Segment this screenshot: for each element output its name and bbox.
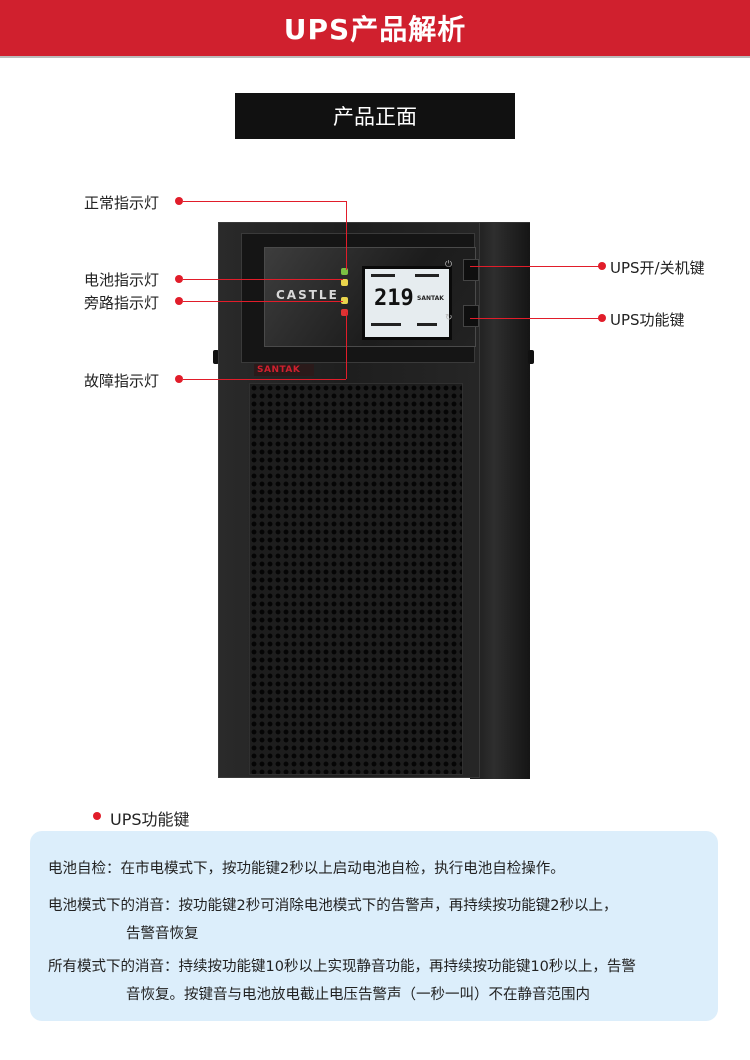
callout-line [346, 312, 347, 379]
info-line: 电池自检：在市电模式下，按功能键2秒以上启动电池自检，执行电池自检操作。 [48, 861, 565, 877]
bypass-led-icon [341, 297, 348, 304]
lcd-segment [371, 323, 401, 326]
lcd-reading: 219 [374, 286, 414, 311]
callout-fault-led: 故障指示灯 [84, 372, 160, 390]
info-box: 电池自检：在市电模式下，按功能键2秒以上启动电池自检，执行电池自检操作。 电池模… [30, 831, 718, 1021]
page-banner: UPS产品解析 [0, 0, 750, 56]
section-title: 产品正面 [333, 105, 417, 129]
callout-dot [175, 297, 183, 305]
info-title: UPS功能键 [110, 810, 190, 829]
callout-line [183, 279, 343, 280]
info-line: 告警音恢复 [126, 926, 199, 942]
callout-power-key: UPS开/关机键 [610, 259, 705, 277]
ups-front-image: CASTLE 219 SANTAK ⏻ ↻ SANTAK [218, 222, 480, 778]
callout-line [346, 201, 347, 270]
fault-led-icon [341, 309, 348, 316]
callout-dot [175, 197, 183, 205]
callout-dot [175, 375, 183, 383]
lcd-segment [415, 274, 439, 277]
ups-power-button[interactable] [463, 259, 479, 281]
info-line: 所有模式下的消音：持续按功能键10秒以上实现静音功能，再持续按功能键10秒以上，… [48, 959, 636, 975]
ups-function-button[interactable] [463, 305, 479, 327]
callout-dot [175, 275, 183, 283]
lcd-segment [371, 274, 395, 277]
callout-line [183, 301, 343, 302]
banner-title: UPS产品解析 [283, 13, 467, 46]
santak-logo-text: SANTAK [257, 365, 301, 375]
callout-line [470, 266, 602, 267]
santak-badge: SANTAK [254, 364, 314, 376]
callout-bypass-led: 旁路指示灯 [84, 294, 160, 312]
callout-line [183, 379, 346, 380]
callout-dot [598, 262, 606, 270]
callout-line [183, 201, 346, 202]
info-line: 音恢复。按键音与电池放电截止电压告警声（一秒一叫）不在静音范围内 [126, 987, 590, 1003]
section-header: 产品正面 [235, 93, 515, 139]
lcd-segment [417, 323, 437, 326]
lcd-brand: SANTAK [417, 295, 444, 302]
battery-led-icon [341, 279, 348, 286]
callout-function-key: UPS功能键 [610, 311, 685, 329]
banner-divider [0, 56, 750, 58]
callout-battery-led: 电池指示灯 [84, 271, 160, 289]
normal-led-icon [341, 268, 348, 275]
function-icon: ↻ [445, 313, 453, 323]
ups-side-panel [470, 222, 530, 779]
panel-brand-text: CASTLE [276, 288, 339, 302]
front-grille [249, 383, 463, 775]
callout-dot [598, 314, 606, 322]
lcd-display: 219 SANTAK [362, 266, 452, 340]
power-icon: ⏻ [445, 260, 453, 270]
info-line: 电池模式下的消音：按功能键2秒可消除电池模式下的告警声，再持续按功能键2秒以上， [48, 898, 618, 914]
callout-line [470, 318, 602, 319]
info-bullet [93, 812, 101, 820]
ups-right-foot [528, 350, 534, 364]
ups-left-foot [213, 350, 219, 364]
callout-normal-led: 正常指示灯 [84, 194, 160, 212]
